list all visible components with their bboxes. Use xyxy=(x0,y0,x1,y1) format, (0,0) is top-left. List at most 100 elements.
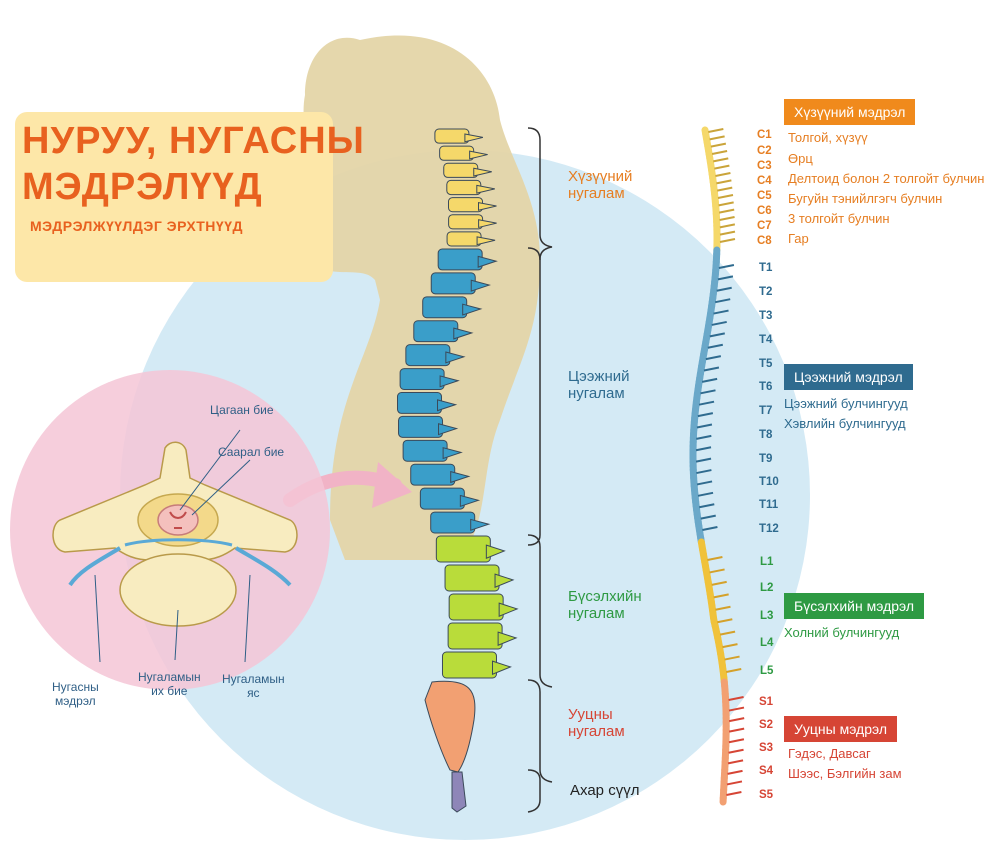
nerve-function-text: Өрц xyxy=(788,151,813,166)
thoracic-vertebra-process xyxy=(470,518,491,531)
nerve-root xyxy=(695,457,712,463)
nerve-root xyxy=(703,366,720,372)
lumbar-section-label: Бүсэлхийн нугалам xyxy=(568,588,642,623)
nerve-root xyxy=(727,769,743,775)
cervical-vertebra xyxy=(434,128,470,144)
lumbar-nerves-header: Бүсэлхийн мэдрэл xyxy=(784,593,925,619)
cervical-vertebra-process xyxy=(473,167,492,177)
cervical-vertebra xyxy=(446,231,482,247)
cervical-vertebra-process xyxy=(476,236,496,246)
thoracic-nerves-header: Цээжний мэдрэл xyxy=(784,364,913,390)
nerve-root xyxy=(697,412,714,418)
lumbar-vertebra-process xyxy=(497,631,518,646)
nerve-root xyxy=(713,157,729,163)
nerve-root xyxy=(711,150,728,155)
nerve-root xyxy=(707,343,724,349)
lumbar-vertebra-process xyxy=(485,544,506,559)
nerve-root xyxy=(719,216,735,221)
nerve-root xyxy=(728,738,745,744)
level-label: L4 xyxy=(760,637,774,649)
nerve-root xyxy=(705,355,722,361)
thoracic-vertebra xyxy=(413,320,459,343)
gray-matter-label: Саарал бие xyxy=(218,445,285,459)
nerve-root xyxy=(717,194,734,199)
nerve-root xyxy=(710,142,727,148)
level-label: C5 xyxy=(757,190,772,202)
page-title-line2: МЭДРЭЛҮҮД xyxy=(22,166,263,208)
level-label: T11 xyxy=(759,499,779,511)
nerve-root xyxy=(696,480,713,486)
nerve-root xyxy=(709,135,725,141)
lumbar-vertebra xyxy=(444,564,500,592)
thoracic-vertebra-process xyxy=(462,303,483,316)
nerve-root xyxy=(715,298,731,304)
thoracic-vertebra xyxy=(419,487,465,510)
nerve-root xyxy=(700,514,716,520)
thoracic-vertebra xyxy=(437,248,483,271)
nerve-root xyxy=(695,446,712,452)
cervical-vertebra-process xyxy=(464,133,484,143)
nerve-root xyxy=(696,423,713,429)
nerve-root xyxy=(699,503,715,509)
nerve-root xyxy=(728,717,745,723)
nerve-function-text: Бугуйн тэнийлгэгч булчин xyxy=(788,191,943,206)
level-label: T4 xyxy=(759,334,773,346)
nerve-root xyxy=(717,275,734,281)
thoracic-vertebra-process xyxy=(437,399,458,412)
thoracic-vertebra-process xyxy=(442,447,463,460)
coccyx-label: Ахар сүүл xyxy=(570,782,640,799)
thoracic-vertebra xyxy=(430,511,476,534)
spine-column xyxy=(397,128,519,813)
nerve-root xyxy=(724,655,740,661)
nerve-root xyxy=(727,759,744,765)
nerve-function-text: 3 толгойт булчин xyxy=(788,211,890,226)
nerve-function-text: Шээс, Бэлгийн зам xyxy=(788,766,902,781)
cervical-vertebra-process xyxy=(478,219,497,229)
page-subtitle: МЭДРЭЛЖҮҮЛДЭГ ЭРХТНҮҮД xyxy=(30,218,243,234)
thoracic-vertebra-process xyxy=(450,470,471,484)
nerve-root xyxy=(719,630,736,636)
nerve-root xyxy=(716,179,732,185)
thoracic-vertebra xyxy=(398,415,444,438)
level-label: C2 xyxy=(757,145,772,157)
nerve-function-text: Гэдэс, Давсаг xyxy=(788,746,871,761)
cervical-vertebra xyxy=(446,179,482,196)
cervical-section-label: Хүзүүний нугалам xyxy=(568,168,633,203)
thoracic-vertebra xyxy=(410,463,456,486)
nerve-root xyxy=(717,186,733,192)
nerve-root xyxy=(717,618,733,624)
cervical-vertebra xyxy=(448,214,484,230)
nerve-root xyxy=(722,643,738,649)
nerve-function-text: Холний булчингууд xyxy=(784,625,900,640)
sacrum xyxy=(424,680,476,773)
lumbar-vertebra xyxy=(441,651,497,679)
nerve-cord-diagram xyxy=(689,126,745,806)
level-label: S2 xyxy=(759,719,774,731)
level-label: S5 xyxy=(759,789,774,801)
nerve-root xyxy=(709,568,725,574)
nerve-function-text: Толгой, хүзүү xyxy=(788,130,868,145)
thoracic-vertebra-process xyxy=(445,351,466,364)
thoracic-vertebra-process xyxy=(477,255,498,268)
level-label: T1 xyxy=(759,262,773,274)
level-label: C3 xyxy=(757,160,772,172)
lumbar-vertebra-process xyxy=(498,602,519,617)
nerve-root xyxy=(728,748,744,754)
white-matter-label: Цагаан бие xyxy=(210,403,274,417)
nerve-root xyxy=(713,593,729,599)
lumbar-vertebra xyxy=(448,593,504,621)
nerve-root xyxy=(726,791,742,796)
nerve-root xyxy=(726,780,743,786)
level-label: T6 xyxy=(759,381,773,393)
level-label: T3 xyxy=(759,310,773,322)
vertebral-root-label: Нугаламын яс xyxy=(222,672,285,701)
level-label: T5 xyxy=(759,358,773,370)
thoracic-section-label: Цээжний нугалам xyxy=(568,368,630,403)
section-brackets xyxy=(527,127,553,813)
cervical-vertebra xyxy=(447,197,483,213)
level-label: C4 xyxy=(757,175,772,187)
nerve-root xyxy=(700,389,716,395)
nerve-root xyxy=(719,238,736,243)
nerve-root xyxy=(715,172,731,177)
